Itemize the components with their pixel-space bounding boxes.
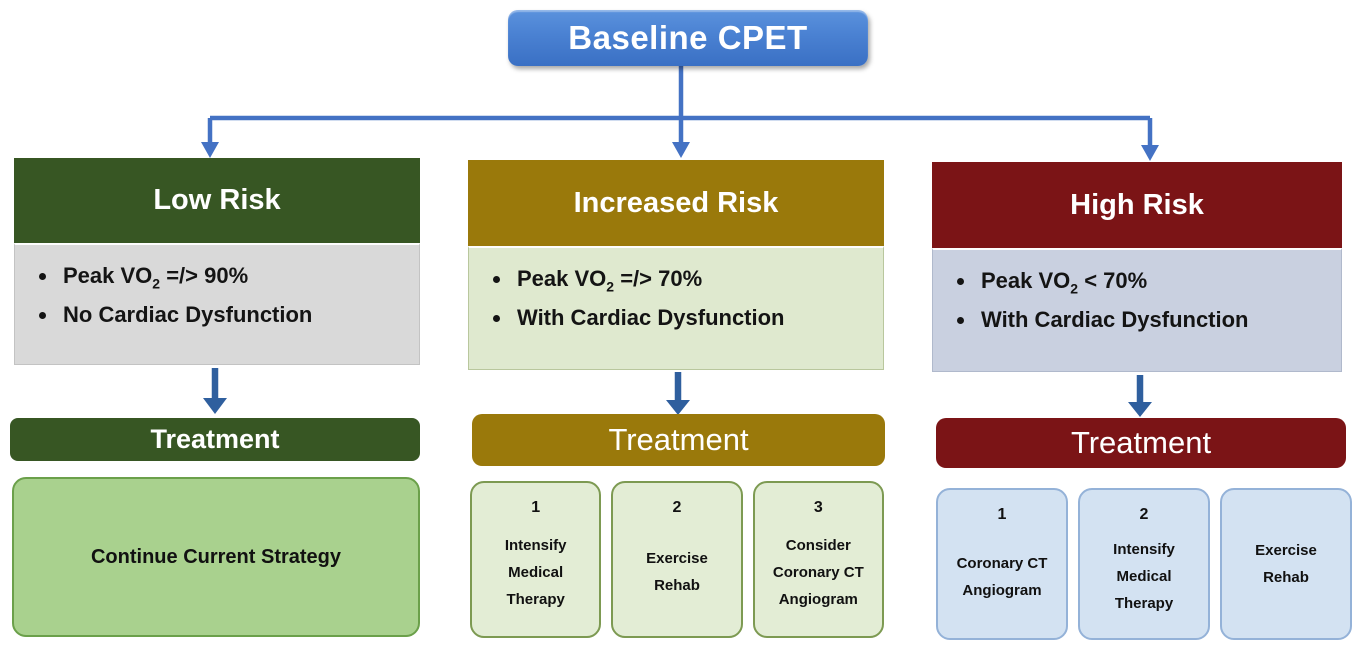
low-risk-criteria: Peak VO2 =/> 90% No Cardiac Dysfunction bbox=[14, 243, 420, 365]
low-risk-header: Low Risk bbox=[14, 158, 420, 243]
option-label: Intensify Medical Therapy bbox=[504, 536, 567, 608]
increased-risk-treatment-label: Treatment bbox=[608, 422, 749, 457]
down-arrow-icon bbox=[203, 398, 227, 414]
increased-risk-criteria: Peak VO2 =/> 70% With Cardiac Dysfunctio… bbox=[468, 246, 884, 370]
high-risk-treatment-bar: Treatment bbox=[936, 418, 1346, 468]
increased-risk-header: Increased Risk bbox=[468, 160, 884, 246]
high-risk-treatment-label: Treatment bbox=[1070, 425, 1212, 460]
option-number: 3 bbox=[813, 499, 823, 516]
high-risk-criteria: Peak VO2 < 70% With Cardiac Dysfunction bbox=[932, 248, 1342, 372]
increased-risk-options: 1 Intensify Medical Therapy 2 Exercise R… bbox=[470, 481, 884, 638]
increased-risk-treatment-bar: Treatment bbox=[472, 414, 885, 466]
low-risk-options: Continue Current Strategy bbox=[12, 477, 420, 637]
down-arrow-icon bbox=[666, 400, 690, 415]
low-risk-title: Low Risk bbox=[153, 184, 281, 216]
increased-risk-bullet-1: Peak VO2 =/> 70% bbox=[513, 266, 873, 293]
option-consider-coronary-ct-angiogram: 3 Consider Coronary CT Angiogram bbox=[752, 481, 884, 638]
option-number: 1 bbox=[997, 506, 1007, 523]
down-arrow-icon bbox=[201, 142, 219, 158]
low-risk-bullet-1: Peak VO2 =/> 90% bbox=[59, 263, 409, 290]
option-exercise-rehab: 2 Exercise Rehab bbox=[611, 481, 743, 638]
down-arrow-icon bbox=[1141, 145, 1159, 161]
option-number: 2 bbox=[672, 499, 682, 516]
option-label: Coronary CT Angiogram bbox=[956, 554, 1048, 599]
increased-risk-bullet-2: With Cardiac Dysfunction bbox=[513, 305, 873, 331]
option-label: Continue Current Strategy bbox=[90, 546, 342, 568]
option-intensify-medical-therapy: 2 Intensify Medical Therapy bbox=[1078, 488, 1210, 640]
high-risk-title: High Risk bbox=[1070, 188, 1204, 221]
option-number: 1 bbox=[531, 499, 541, 516]
low-risk-treatment-label: Treatment bbox=[150, 424, 280, 454]
option-intensify-medical-therapy: 1 Intensify Medical Therapy bbox=[470, 481, 602, 638]
option-label: Intensify Medical Therapy bbox=[1113, 541, 1175, 613]
option-exercise-rehab: Exercise Rehab bbox=[1220, 488, 1352, 640]
high-risk-header: High Risk bbox=[932, 162, 1342, 248]
down-arrow-icon bbox=[672, 142, 690, 158]
option-label: Exercise Rehab bbox=[1255, 542, 1317, 586]
option-label: Consider Coronary CT Angiogram bbox=[772, 536, 864, 608]
option-label: Exercise Rehab bbox=[646, 550, 708, 595]
baseline-cpet-label: Baseline CPET bbox=[568, 19, 808, 56]
increased-risk-title: Increased Risk bbox=[573, 186, 779, 219]
down-arrow-icon bbox=[1128, 402, 1152, 417]
baseline-cpet-node: Baseline CPET bbox=[508, 10, 868, 66]
high-risk-bullet-1: Peak VO2 < 70% bbox=[977, 268, 1331, 295]
high-risk-options: 1 Coronary CT Angiogram 2 Intensify Medi… bbox=[936, 488, 1352, 640]
low-risk-bullet-2: No Cardiac Dysfunction bbox=[59, 302, 409, 328]
high-risk-bullet-2: With Cardiac Dysfunction bbox=[977, 307, 1331, 333]
option-continue-current-strategy: Continue Current Strategy bbox=[12, 477, 420, 637]
low-risk-treatment-bar: Treatment bbox=[10, 418, 420, 461]
option-number: 2 bbox=[1139, 506, 1149, 523]
option-coronary-ct-angiogram: 1 Coronary CT Angiogram bbox=[936, 488, 1068, 640]
